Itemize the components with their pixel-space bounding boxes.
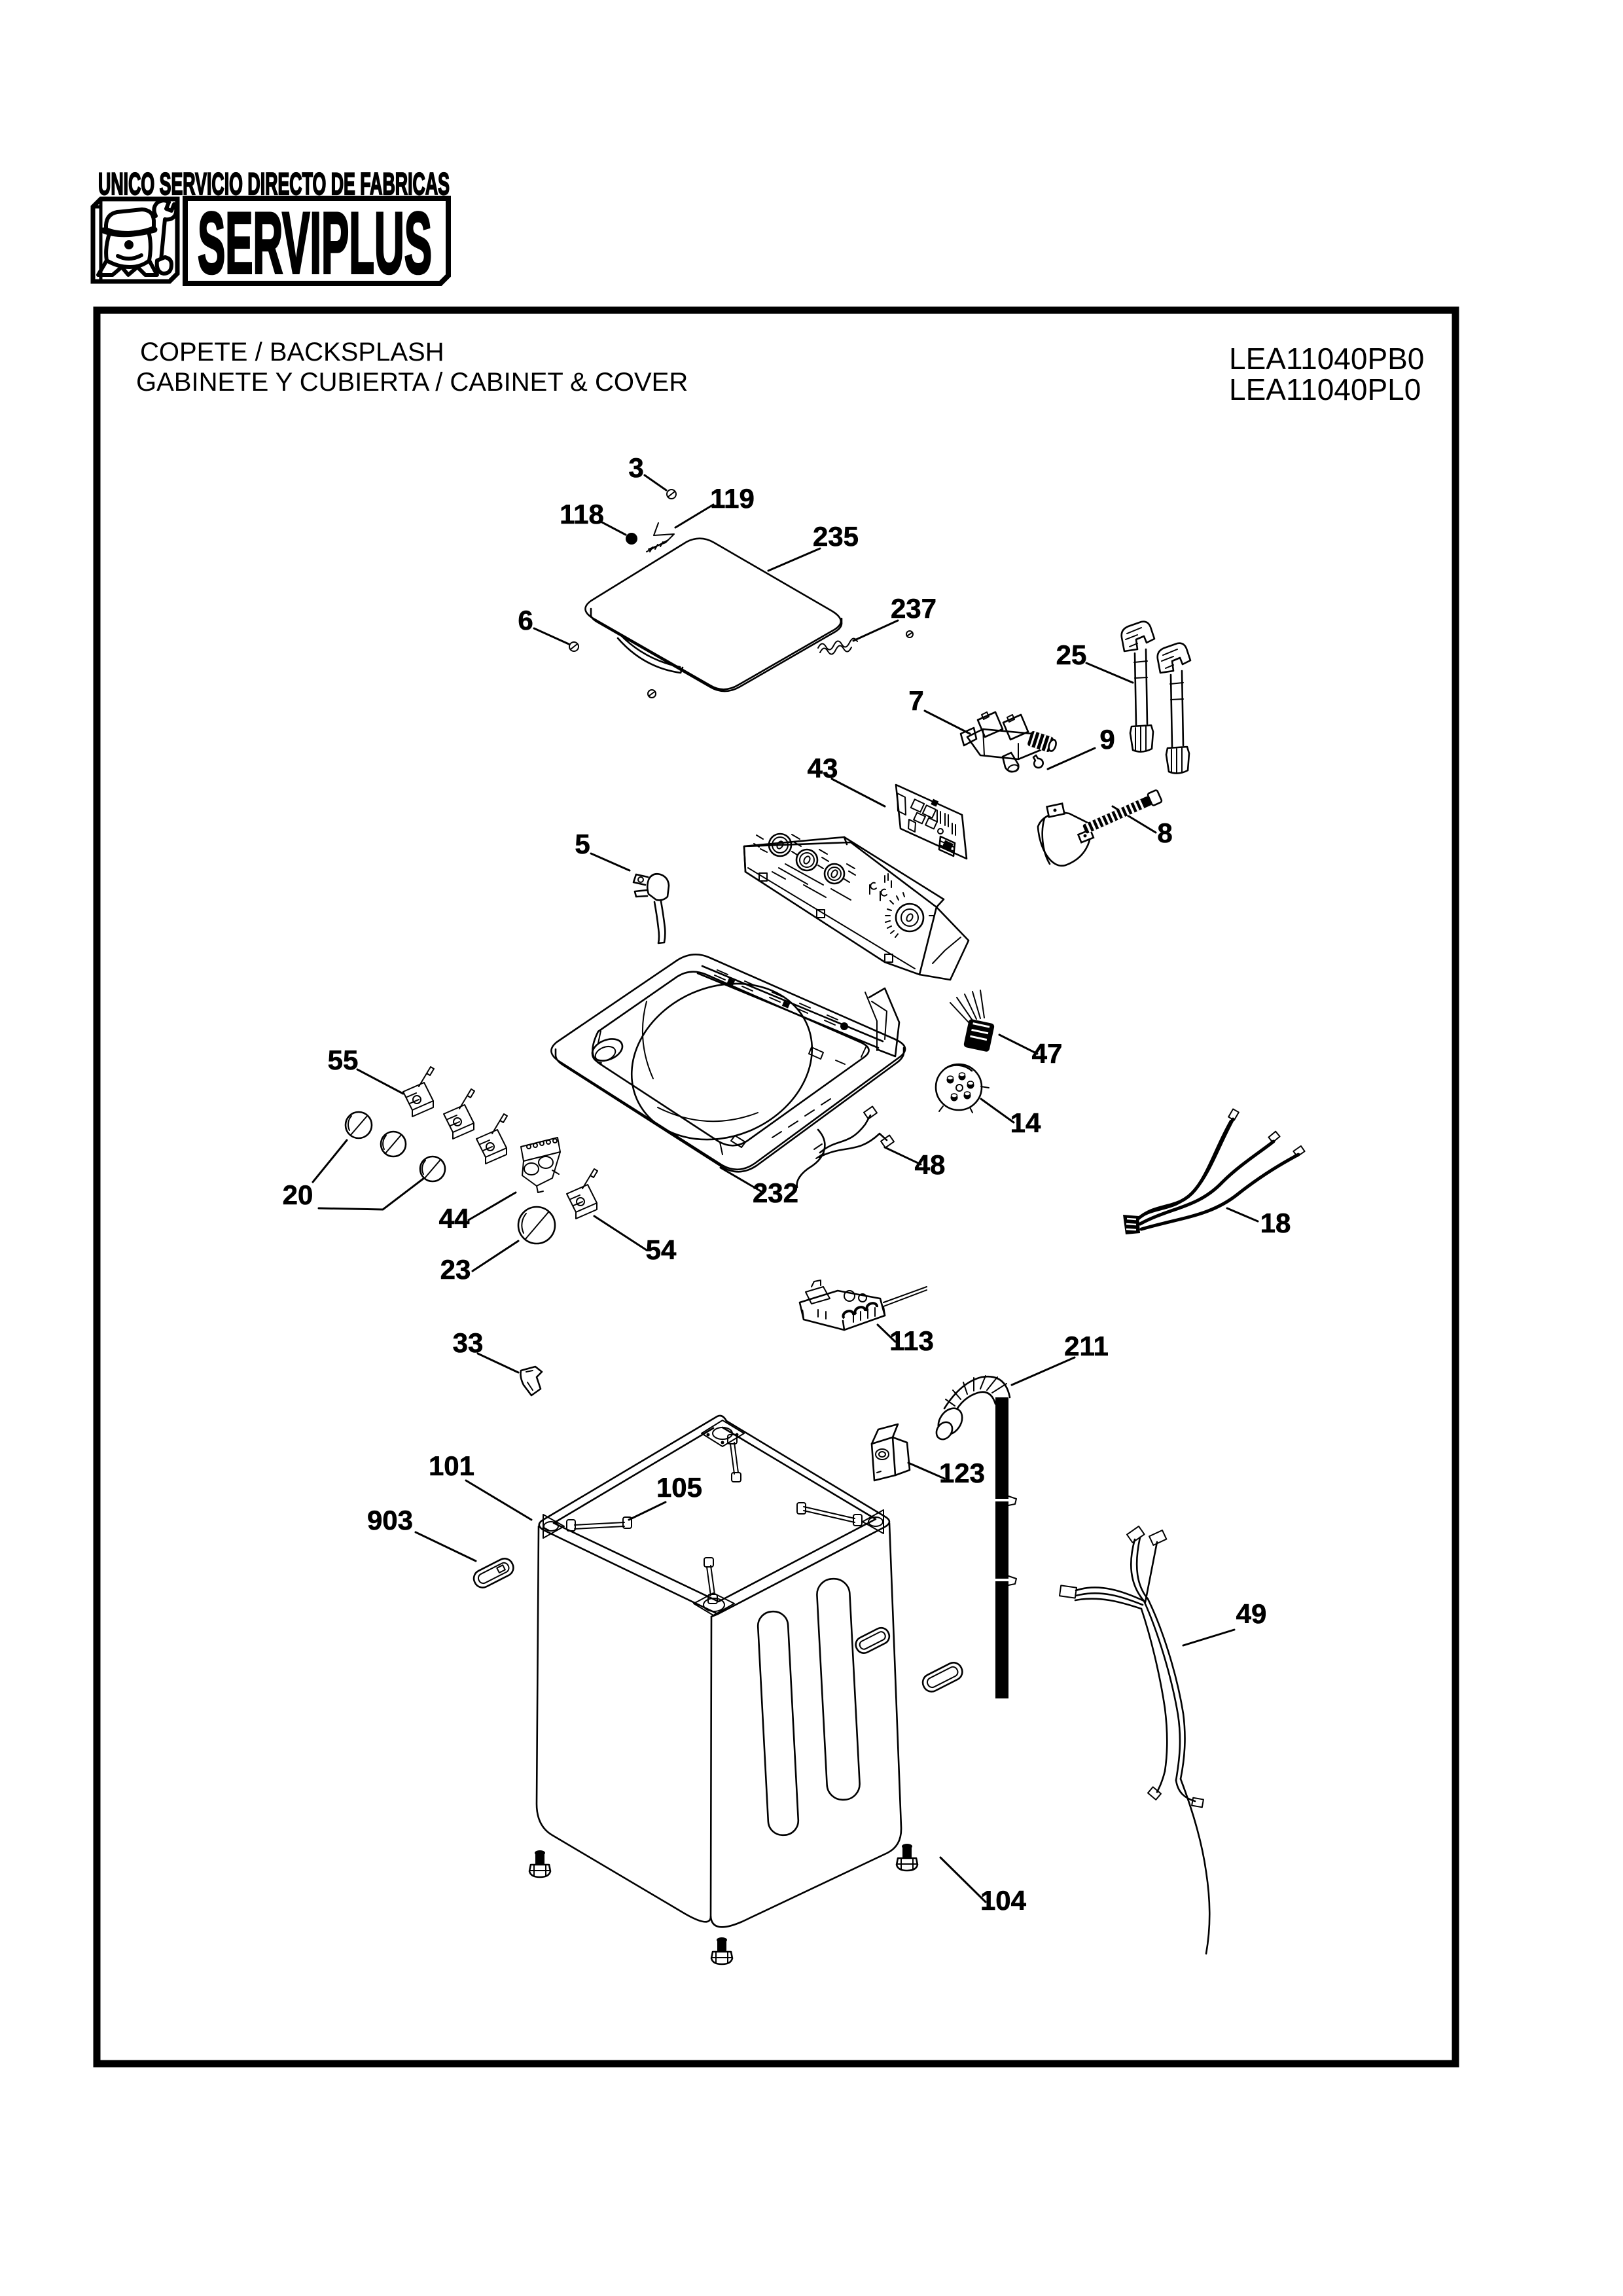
svg-text:23: 23 — [440, 1254, 471, 1285]
svg-text:237: 237 — [891, 593, 936, 624]
svg-text:211: 211 — [1064, 1331, 1109, 1361]
svg-text:9: 9 — [1099, 724, 1115, 755]
svg-text:113: 113 — [889, 1325, 934, 1356]
svg-text:101: 101 — [429, 1450, 474, 1481]
svg-text:14: 14 — [1010, 1107, 1041, 1138]
svg-text:903: 903 — [367, 1505, 413, 1535]
svg-text:235: 235 — [813, 521, 859, 552]
svg-text:123: 123 — [939, 1458, 985, 1488]
svg-text:104: 104 — [980, 1885, 1027, 1916]
svg-text:3: 3 — [628, 452, 643, 483]
svg-text:SERVIPLUS: SERVIPLUS — [198, 195, 432, 292]
svg-text:119: 119 — [710, 483, 755, 514]
svg-text:54: 54 — [646, 1234, 677, 1265]
svg-text:UNICO SERVICIO DIRECTO DE FABR: UNICO SERVICIO DIRECTO DE FABRICAS — [98, 166, 450, 201]
svg-text:8: 8 — [1157, 817, 1172, 848]
svg-text:COPETE / BACKSPLASH: COPETE / BACKSPLASH — [140, 338, 444, 367]
svg-text:232: 232 — [753, 1177, 798, 1208]
svg-text:7: 7 — [908, 685, 923, 716]
svg-text:5: 5 — [575, 829, 590, 859]
svg-text:105: 105 — [656, 1472, 702, 1503]
svg-text:18: 18 — [1260, 1208, 1291, 1238]
svg-text:LEA11040PB0: LEA11040PB0 — [1229, 342, 1424, 376]
svg-text:GABINETE Y CUBIERTA / CABINET: GABINETE Y CUBIERTA / CABINET & COVER — [136, 368, 688, 397]
svg-text:55: 55 — [328, 1045, 359, 1075]
svg-text:LEA11040PL0: LEA11040PL0 — [1229, 372, 1421, 406]
svg-text:20: 20 — [283, 1179, 313, 1210]
svg-text:49: 49 — [1236, 1598, 1267, 1629]
svg-text:44: 44 — [439, 1203, 470, 1234]
svg-text:6: 6 — [518, 605, 533, 636]
svg-text:25: 25 — [1056, 639, 1087, 670]
svg-text:118: 118 — [560, 499, 604, 529]
